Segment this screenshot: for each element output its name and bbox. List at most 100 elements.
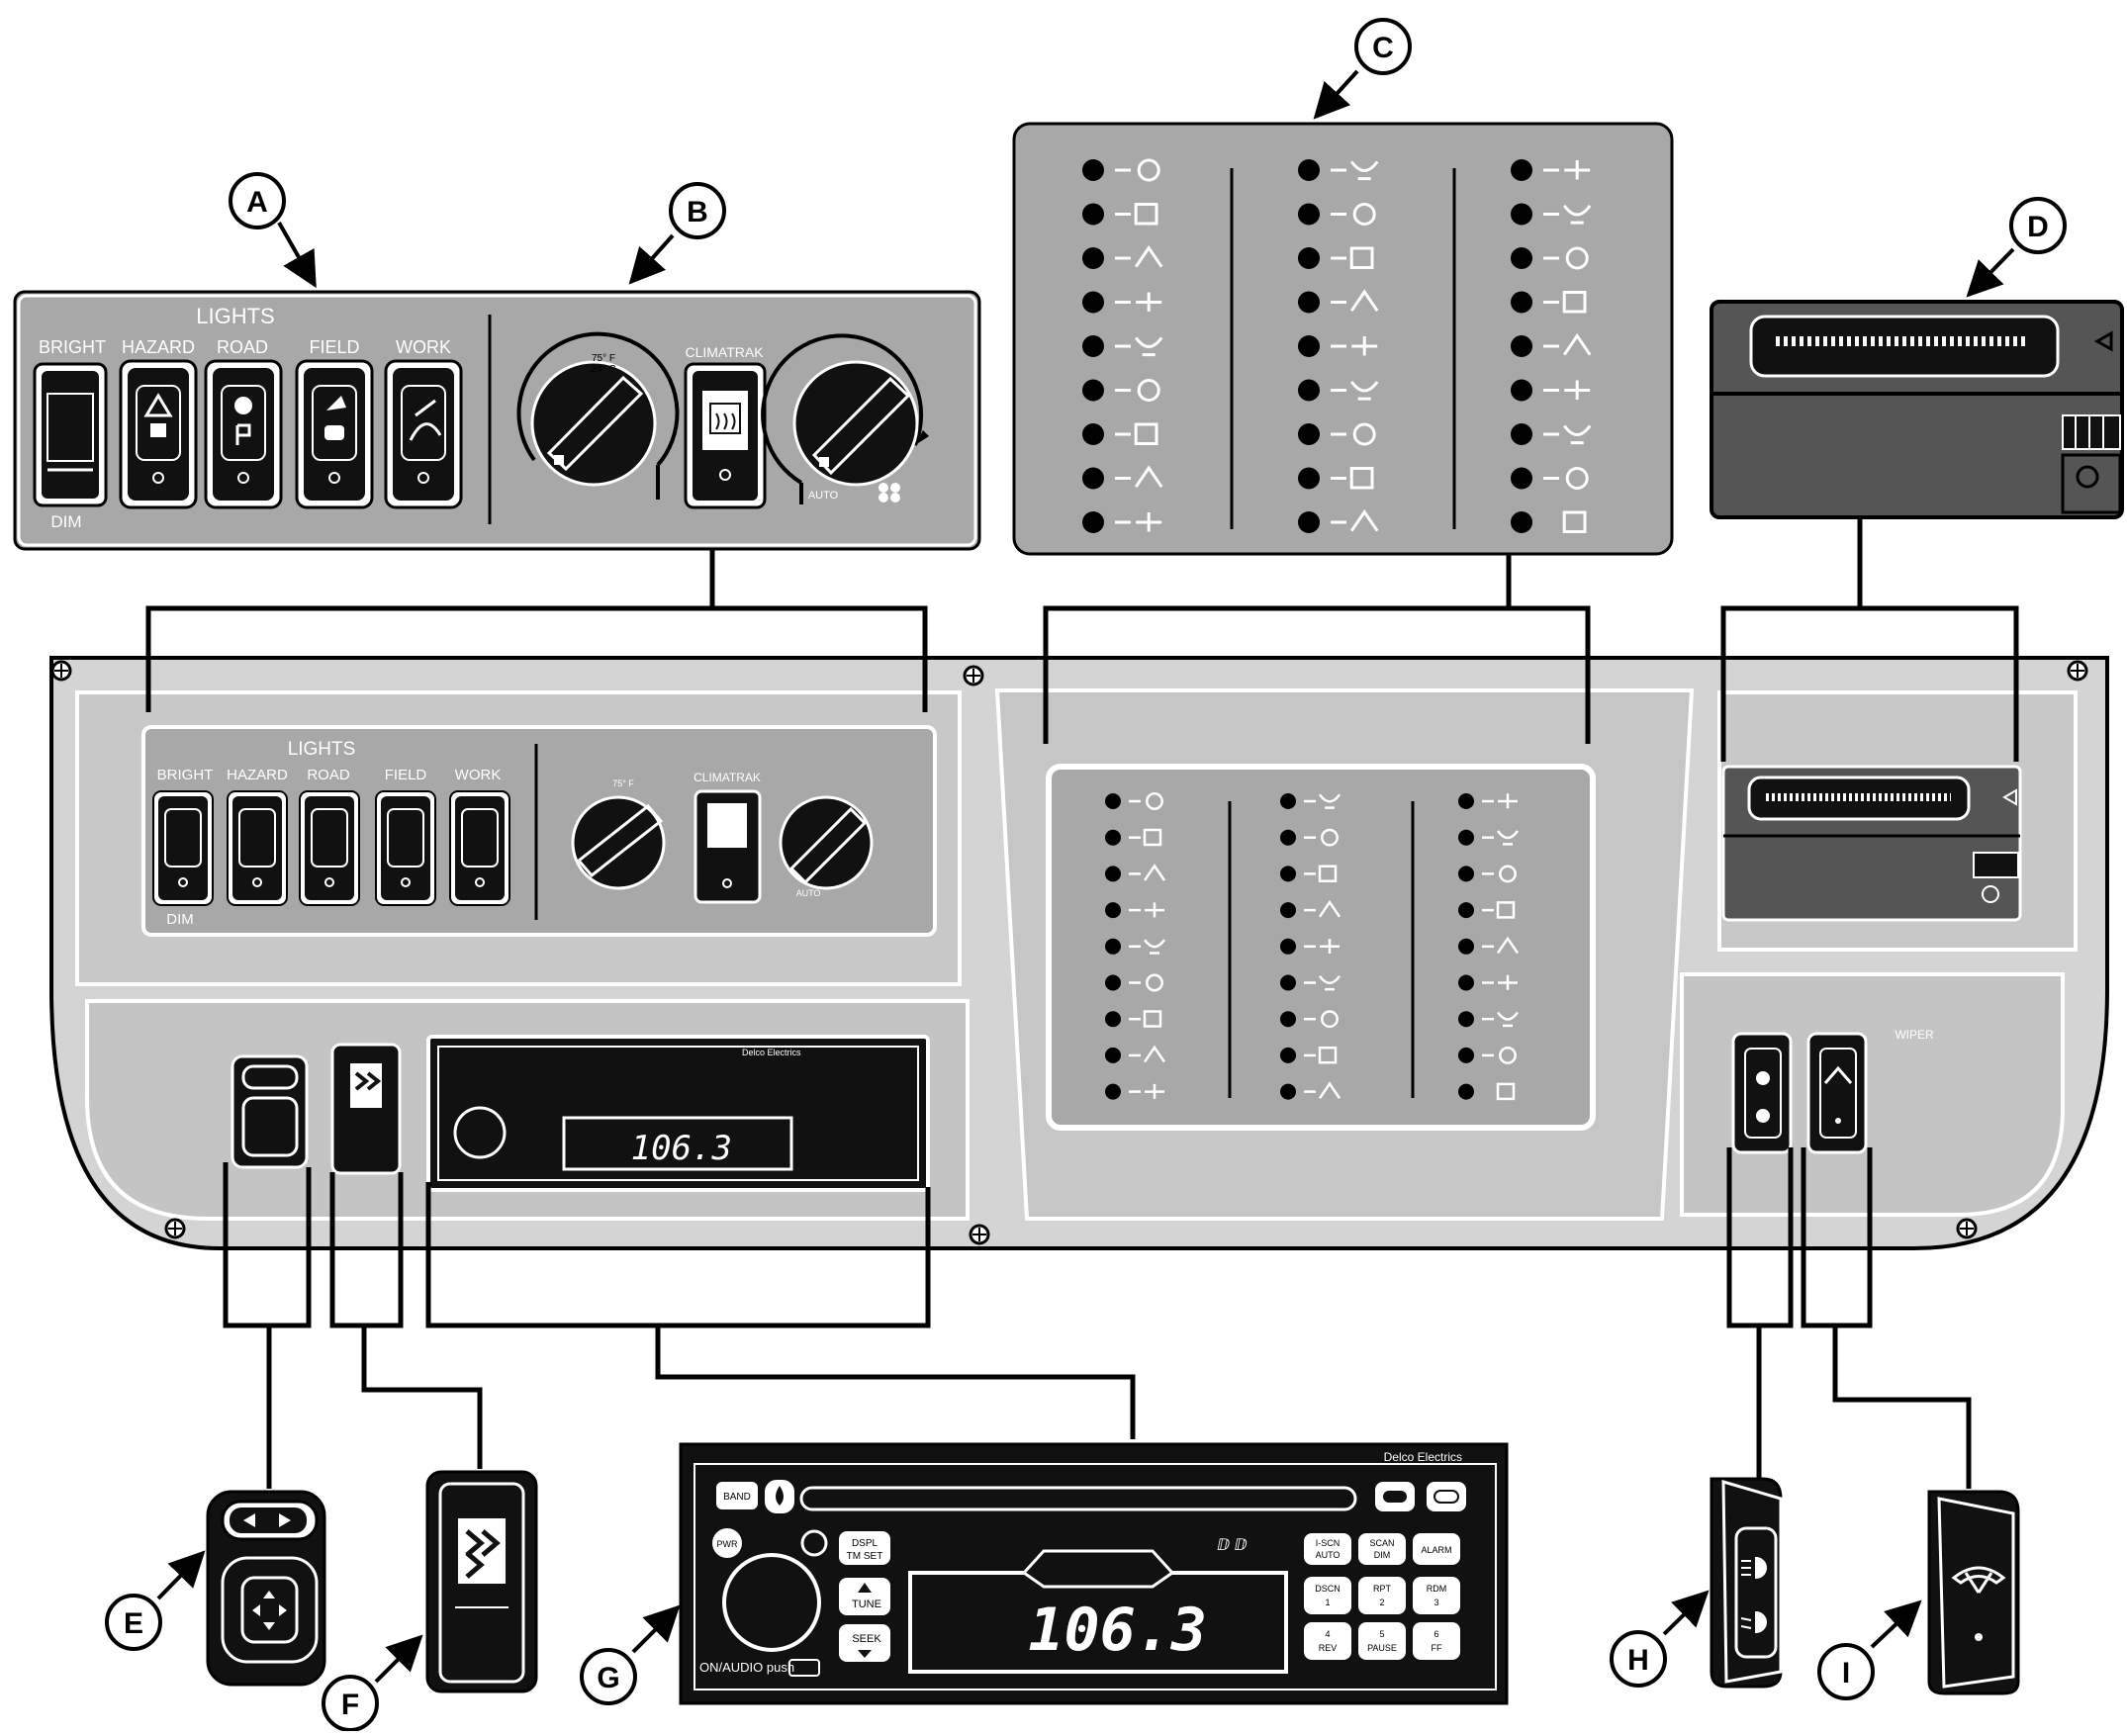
dash-beacon-switch[interactable] bbox=[330, 1043, 402, 1175]
dash-lights-title: LIGHTS bbox=[288, 739, 356, 760]
beacon-switch-detail[interactable] bbox=[425, 1470, 538, 1693]
radio-brand: Delco Electrics bbox=[1384, 1450, 1462, 1464]
indicator-lamp bbox=[1298, 203, 1376, 226]
on-audio-button[interactable] bbox=[788, 1659, 820, 1677]
mirror-control-switch-detail[interactable] bbox=[206, 1490, 326, 1687]
volume-knob[interactable] bbox=[722, 1553, 821, 1652]
switch-label-road: ROAD bbox=[217, 337, 268, 357]
power-button[interactable]: PWR bbox=[712, 1528, 742, 1558]
cd-eject-button[interactable] bbox=[1375, 1482, 1415, 1511]
dash-headlight-switch[interactable] bbox=[1731, 1032, 1793, 1154]
seek-button[interactable]: SEEK bbox=[839, 1624, 890, 1662]
warning-symbol-icon bbox=[1145, 902, 1164, 918]
dash-light-switch[interactable] bbox=[227, 790, 288, 906]
dash-climatrak-label: CLIMATRAK bbox=[694, 771, 761, 784]
callout-c: C bbox=[1372, 32, 1394, 64]
screw-icon bbox=[969, 1224, 990, 1245]
preset-label: REV bbox=[1319, 1643, 1338, 1653]
callouts: A B C D E F G H I bbox=[105, 18, 2067, 1732]
dash-light-switch[interactable] bbox=[299, 790, 360, 906]
climatrak-switch[interactable] bbox=[684, 362, 767, 509]
indicator-lamp bbox=[1280, 828, 1339, 847]
dash-light-switch[interactable] bbox=[449, 790, 510, 906]
band-button[interactable]: BAND bbox=[716, 1482, 758, 1509]
indicator-lamp bbox=[1298, 467, 1374, 490]
dash-switch-label: ROAD bbox=[307, 767, 350, 783]
dash-wiper-switch[interactable] bbox=[1806, 1032, 1868, 1154]
dash-light-switch[interactable] bbox=[375, 790, 436, 906]
field-lights-switch[interactable] bbox=[295, 359, 374, 509]
road-lights-switch[interactable] bbox=[204, 359, 283, 509]
switch-label-field: FIELD bbox=[309, 337, 359, 357]
iscan-auto-button[interactable]: I-SCN AUTO bbox=[1304, 1533, 1351, 1565]
preset-label: 4 bbox=[1325, 1629, 1330, 1639]
indicator-lamp bbox=[1280, 865, 1338, 882]
dash-mirror-switch[interactable] bbox=[231, 1054, 309, 1169]
warning-symbol-icon bbox=[1143, 939, 1166, 955]
indicator-lights-detail-panel bbox=[1012, 122, 1674, 556]
eject-button[interactable] bbox=[765, 1480, 794, 1513]
preset-label: 3 bbox=[1433, 1598, 1438, 1607]
dash-indicator-panel bbox=[1046, 764, 1596, 1131]
callout-d: D bbox=[2027, 211, 2049, 243]
cd-load-button[interactable] bbox=[1427, 1482, 1466, 1511]
wiper-label: WIPER bbox=[1895, 1028, 1934, 1042]
frequency-display: 106.3 bbox=[908, 1549, 1288, 1674]
bright-dim-switch[interactable] bbox=[33, 362, 108, 507]
fan-speed-knob[interactable] bbox=[779, 795, 874, 890]
work-lights-switch[interactable] bbox=[384, 359, 463, 509]
svg-text:TM SET: TM SET bbox=[847, 1551, 883, 1562]
indicator-lamp bbox=[1082, 511, 1162, 533]
indicator-lamp bbox=[1280, 1081, 1341, 1100]
alarm-button[interactable]: ALARM bbox=[1413, 1533, 1460, 1565]
warning-symbol-icon bbox=[1318, 975, 1341, 991]
indicator-lamp bbox=[1458, 1046, 1517, 1064]
wiper-rocker-detail[interactable] bbox=[1927, 1490, 2020, 1695]
defrost-icon bbox=[709, 403, 741, 434]
preset-button[interactable]: 6FF bbox=[1413, 1622, 1460, 1660]
fan-speed-control-knob[interactable] bbox=[761, 333, 929, 504]
low-beam-icon bbox=[1740, 1610, 1767, 1634]
preset-label: RDM bbox=[1427, 1584, 1447, 1594]
leader-lines bbox=[145, 519, 2019, 1489]
warning-symbol-icon bbox=[1134, 203, 1158, 226]
displ-tm-set-button[interactable]: DSPL TM SET bbox=[839, 1531, 890, 1565]
warning-symbol-icon bbox=[1136, 512, 1162, 532]
left-arrow-icon bbox=[243, 1513, 255, 1527]
warning-symbol-icon bbox=[1349, 289, 1379, 313]
temperature-knob[interactable] bbox=[571, 795, 666, 890]
preset-button[interactable]: RDM 3 bbox=[1413, 1577, 1460, 1614]
temperature-control-knob[interactable] bbox=[516, 331, 680, 500]
hazard-switch[interactable] bbox=[119, 359, 198, 509]
headlight-rocker-detail[interactable] bbox=[1710, 1477, 1783, 1689]
temp-high-c-label: 24° C bbox=[591, 364, 615, 375]
preset-label: PAUSE bbox=[1367, 1643, 1397, 1653]
cd-slot bbox=[799, 1486, 1357, 1511]
callout-b: B bbox=[687, 196, 708, 228]
indicator-lamp bbox=[1298, 335, 1378, 357]
indicator-lamp bbox=[1511, 332, 1592, 357]
warning-symbol-icon bbox=[1496, 1082, 1516, 1101]
dash-climatrak-switch[interactable] bbox=[694, 789, 762, 904]
warning-symbol-icon bbox=[1349, 246, 1374, 269]
tune-button[interactable]: TUNE bbox=[839, 1578, 890, 1615]
screw-icon bbox=[164, 1218, 186, 1239]
indicator-lamp bbox=[1105, 973, 1163, 992]
lights-title: LIGHTS bbox=[196, 304, 274, 328]
indicator-lamp bbox=[1082, 422, 1158, 445]
scan-dim-button[interactable]: SCAN DIM bbox=[1358, 1533, 1406, 1565]
warning-symbol-icon bbox=[1562, 332, 1592, 356]
screw-icon bbox=[50, 660, 72, 682]
dash-light-switch[interactable] bbox=[152, 790, 214, 906]
preset-label: FF bbox=[1432, 1643, 1442, 1653]
warning-symbol-icon bbox=[1134, 244, 1163, 268]
indicator-lamp bbox=[1082, 335, 1163, 357]
temp-high-f-label: 75° F bbox=[592, 353, 615, 364]
indicator-lamp bbox=[1298, 422, 1376, 446]
indicator-lamp bbox=[1298, 159, 1379, 181]
warning-symbol-icon bbox=[1136, 292, 1162, 312]
